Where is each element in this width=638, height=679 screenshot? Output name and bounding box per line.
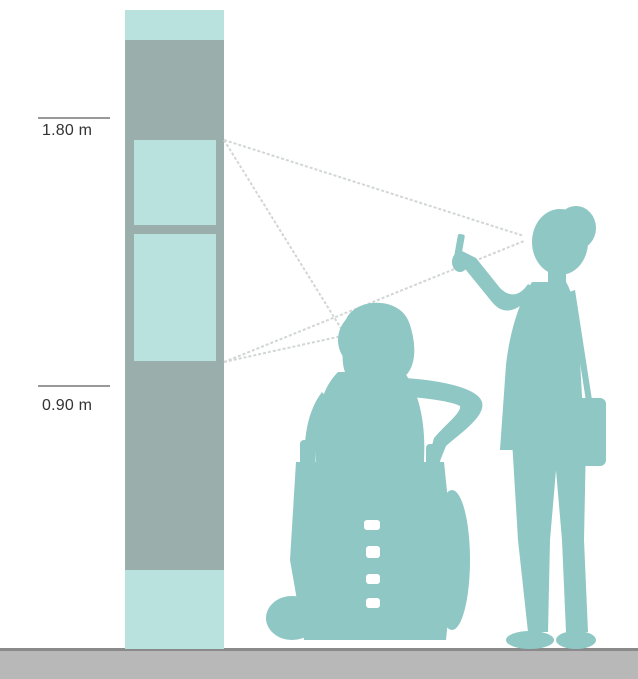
sightline-standing-top: [223, 139, 525, 237]
wheelchair-wheel: [434, 490, 470, 630]
standing-legs: [512, 440, 588, 632]
wheelchair-user-icon: [266, 302, 483, 640]
bag-strap: [569, 290, 592, 401]
ground: [0, 649, 638, 679]
information-panel-upper: [134, 140, 216, 225]
sight-lines: [223, 139, 525, 363]
sightline-standing-bottom: [223, 240, 525, 363]
information-panel-lower: [134, 234, 216, 361]
standing-person-with-phone-icon: [452, 206, 606, 649]
height-label-180: 1.80 m: [42, 122, 93, 139]
ground-edge: [0, 648, 638, 651]
sightline-seated-top: [223, 139, 343, 331]
column-top-cap: [125, 10, 224, 40]
wheelchair-spokes: [364, 520, 380, 608]
standing-raised-arm: [454, 250, 538, 311]
standing-torso: [500, 282, 585, 450]
height-label-090: 0.90 m: [42, 397, 93, 414]
standing-hair-back: [556, 206, 596, 250]
seated-arm-hip: [404, 378, 483, 466]
standing-shoe-front: [506, 631, 554, 649]
column-base: [125, 570, 224, 649]
phone-icon: [454, 233, 465, 259]
seated-hair: [342, 302, 415, 380]
wheelchair-gap-1: [364, 520, 380, 530]
standing-shoe-back: [556, 631, 596, 649]
wheelchair-caster: [266, 596, 318, 640]
wheelchair-gap-3: [366, 574, 380, 584]
wheelchair-gap-4: [366, 598, 380, 608]
sightline-seated-bottom: [223, 335, 343, 363]
standing-hand: [452, 252, 468, 272]
signage-column: [125, 10, 224, 649]
standing-neck: [548, 266, 566, 286]
wheelchair-handle-left: [300, 440, 312, 466]
wheelchair-gap-2: [366, 546, 380, 558]
